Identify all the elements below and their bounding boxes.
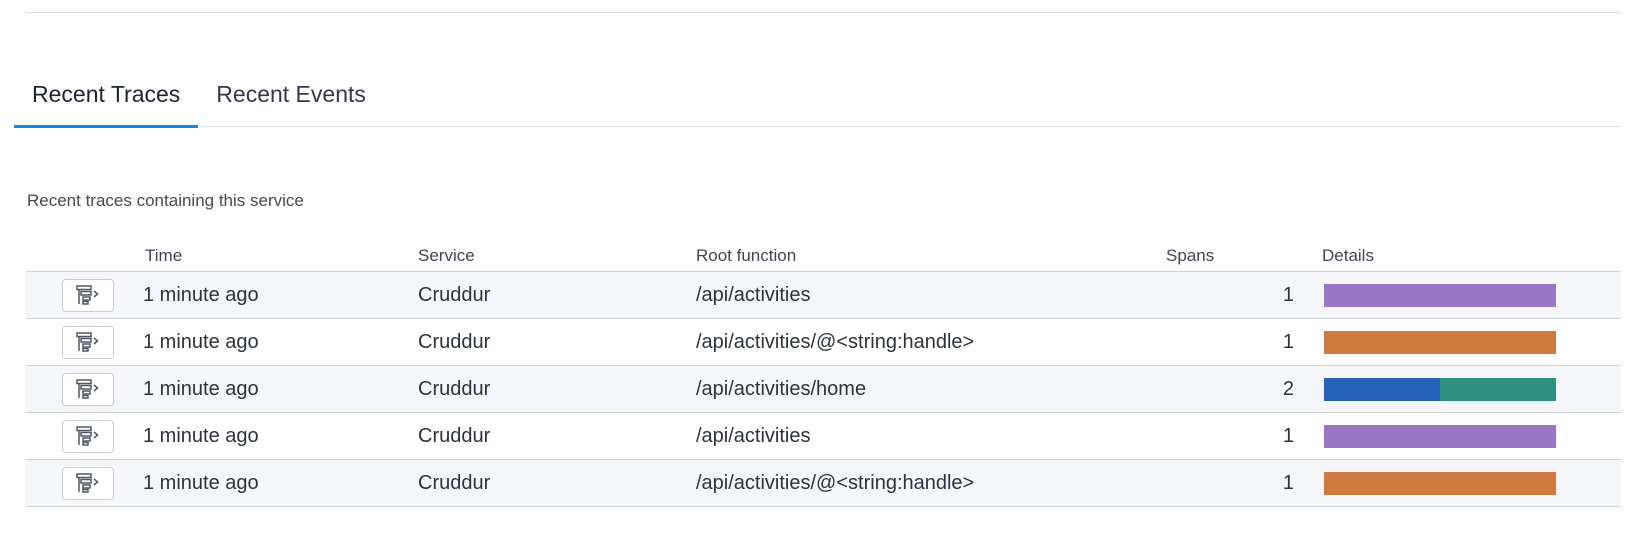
row-action-cell — [26, 318, 143, 366]
header-spans: Spans — [1166, 240, 1322, 272]
span-duration-bar[interactable] — [1324, 377, 1556, 401]
tab-recent-traces[interactable]: Recent Traces — [14, 62, 199, 128]
row-action-cell — [26, 412, 143, 460]
row-root-function: /api/activities/@<string:handle> — [696, 459, 1166, 507]
span-segment — [1324, 377, 1440, 401]
span-duration-bar[interactable] — [1324, 283, 1556, 307]
table-row[interactable]: 1 minute ago Cruddur /api/activities/hom… — [26, 365, 1621, 413]
row-time: 1 minute ago — [143, 318, 418, 366]
row-time: 1 minute ago — [143, 459, 418, 507]
row-details — [1322, 271, 1621, 319]
header-actions — [26, 240, 143, 272]
row-action-cell — [26, 271, 143, 319]
row-time: 1 minute ago — [143, 365, 418, 413]
row-root-function: /api/activities — [696, 271, 1166, 319]
row-spans: 1 — [1166, 412, 1322, 460]
row-action-cell — [26, 365, 143, 413]
view-trace-button[interactable] — [62, 372, 114, 406]
trace-waterfall-icon — [75, 331, 101, 353]
span-segment — [1324, 424, 1556, 448]
span-segment — [1324, 283, 1556, 307]
row-action-cell — [26, 459, 143, 507]
tab-bar: Recent Traces Recent Events — [14, 62, 1621, 128]
row-root-function: /api/activities/home — [696, 365, 1166, 413]
row-details — [1322, 412, 1621, 460]
trace-waterfall-icon — [75, 472, 101, 494]
row-spans: 1 — [1166, 318, 1322, 366]
table-row[interactable]: 1 minute ago Cruddur /api/activities 1 — [26, 271, 1621, 319]
span-duration-bar[interactable] — [1324, 330, 1556, 354]
trace-waterfall-icon — [75, 378, 101, 400]
span-duration-bar[interactable] — [1324, 471, 1556, 495]
view-trace-button[interactable] — [62, 466, 114, 500]
row-service: Cruddur — [418, 459, 696, 507]
tab-recent-events[interactable]: Recent Events — [216, 80, 366, 107]
table-row[interactable]: 1 minute ago Cruddur /api/activities 1 — [26, 412, 1621, 460]
row-time: 1 minute ago — [143, 412, 418, 460]
header-details: Details — [1322, 240, 1621, 272]
row-spans: 2 — [1166, 365, 1322, 413]
header-time: Time — [143, 240, 418, 272]
view-trace-button[interactable] — [62, 278, 114, 312]
row-service: Cruddur — [418, 271, 696, 319]
top-divider — [26, 12, 1621, 13]
header-root-function: Root function — [696, 240, 1166, 272]
row-service: Cruddur — [418, 318, 696, 366]
row-details — [1322, 365, 1621, 413]
table-row[interactable]: 1 minute ago Cruddur /api/activities/@<s… — [26, 318, 1621, 366]
section-description: Recent traces containing this service — [27, 191, 304, 210]
span-segment — [1440, 377, 1556, 401]
header-service: Service — [418, 240, 696, 272]
row-time: 1 minute ago — [143, 271, 418, 319]
span-segment — [1324, 471, 1556, 495]
span-duration-bar[interactable] — [1324, 424, 1556, 448]
row-service: Cruddur — [418, 365, 696, 413]
trace-waterfall-icon — [75, 284, 101, 306]
row-root-function: /api/activities/@<string:handle> — [696, 318, 1166, 366]
table-row[interactable]: 1 minute ago Cruddur /api/activities/@<s… — [26, 459, 1621, 507]
row-spans: 1 — [1166, 459, 1322, 507]
row-service: Cruddur — [418, 412, 696, 460]
trace-waterfall-icon — [75, 425, 101, 447]
table-header-row: Time Service Root function Spans Details — [26, 240, 1621, 272]
span-segment — [1324, 330, 1556, 354]
recent-traces-table: Time Service Root function Spans Details — [26, 240, 1621, 507]
row-spans: 1 — [1166, 271, 1322, 319]
row-details — [1322, 318, 1621, 366]
row-root-function: /api/activities — [696, 412, 1166, 460]
view-trace-button[interactable] — [62, 325, 114, 359]
view-trace-button[interactable] — [62, 419, 114, 453]
row-details — [1322, 459, 1621, 507]
